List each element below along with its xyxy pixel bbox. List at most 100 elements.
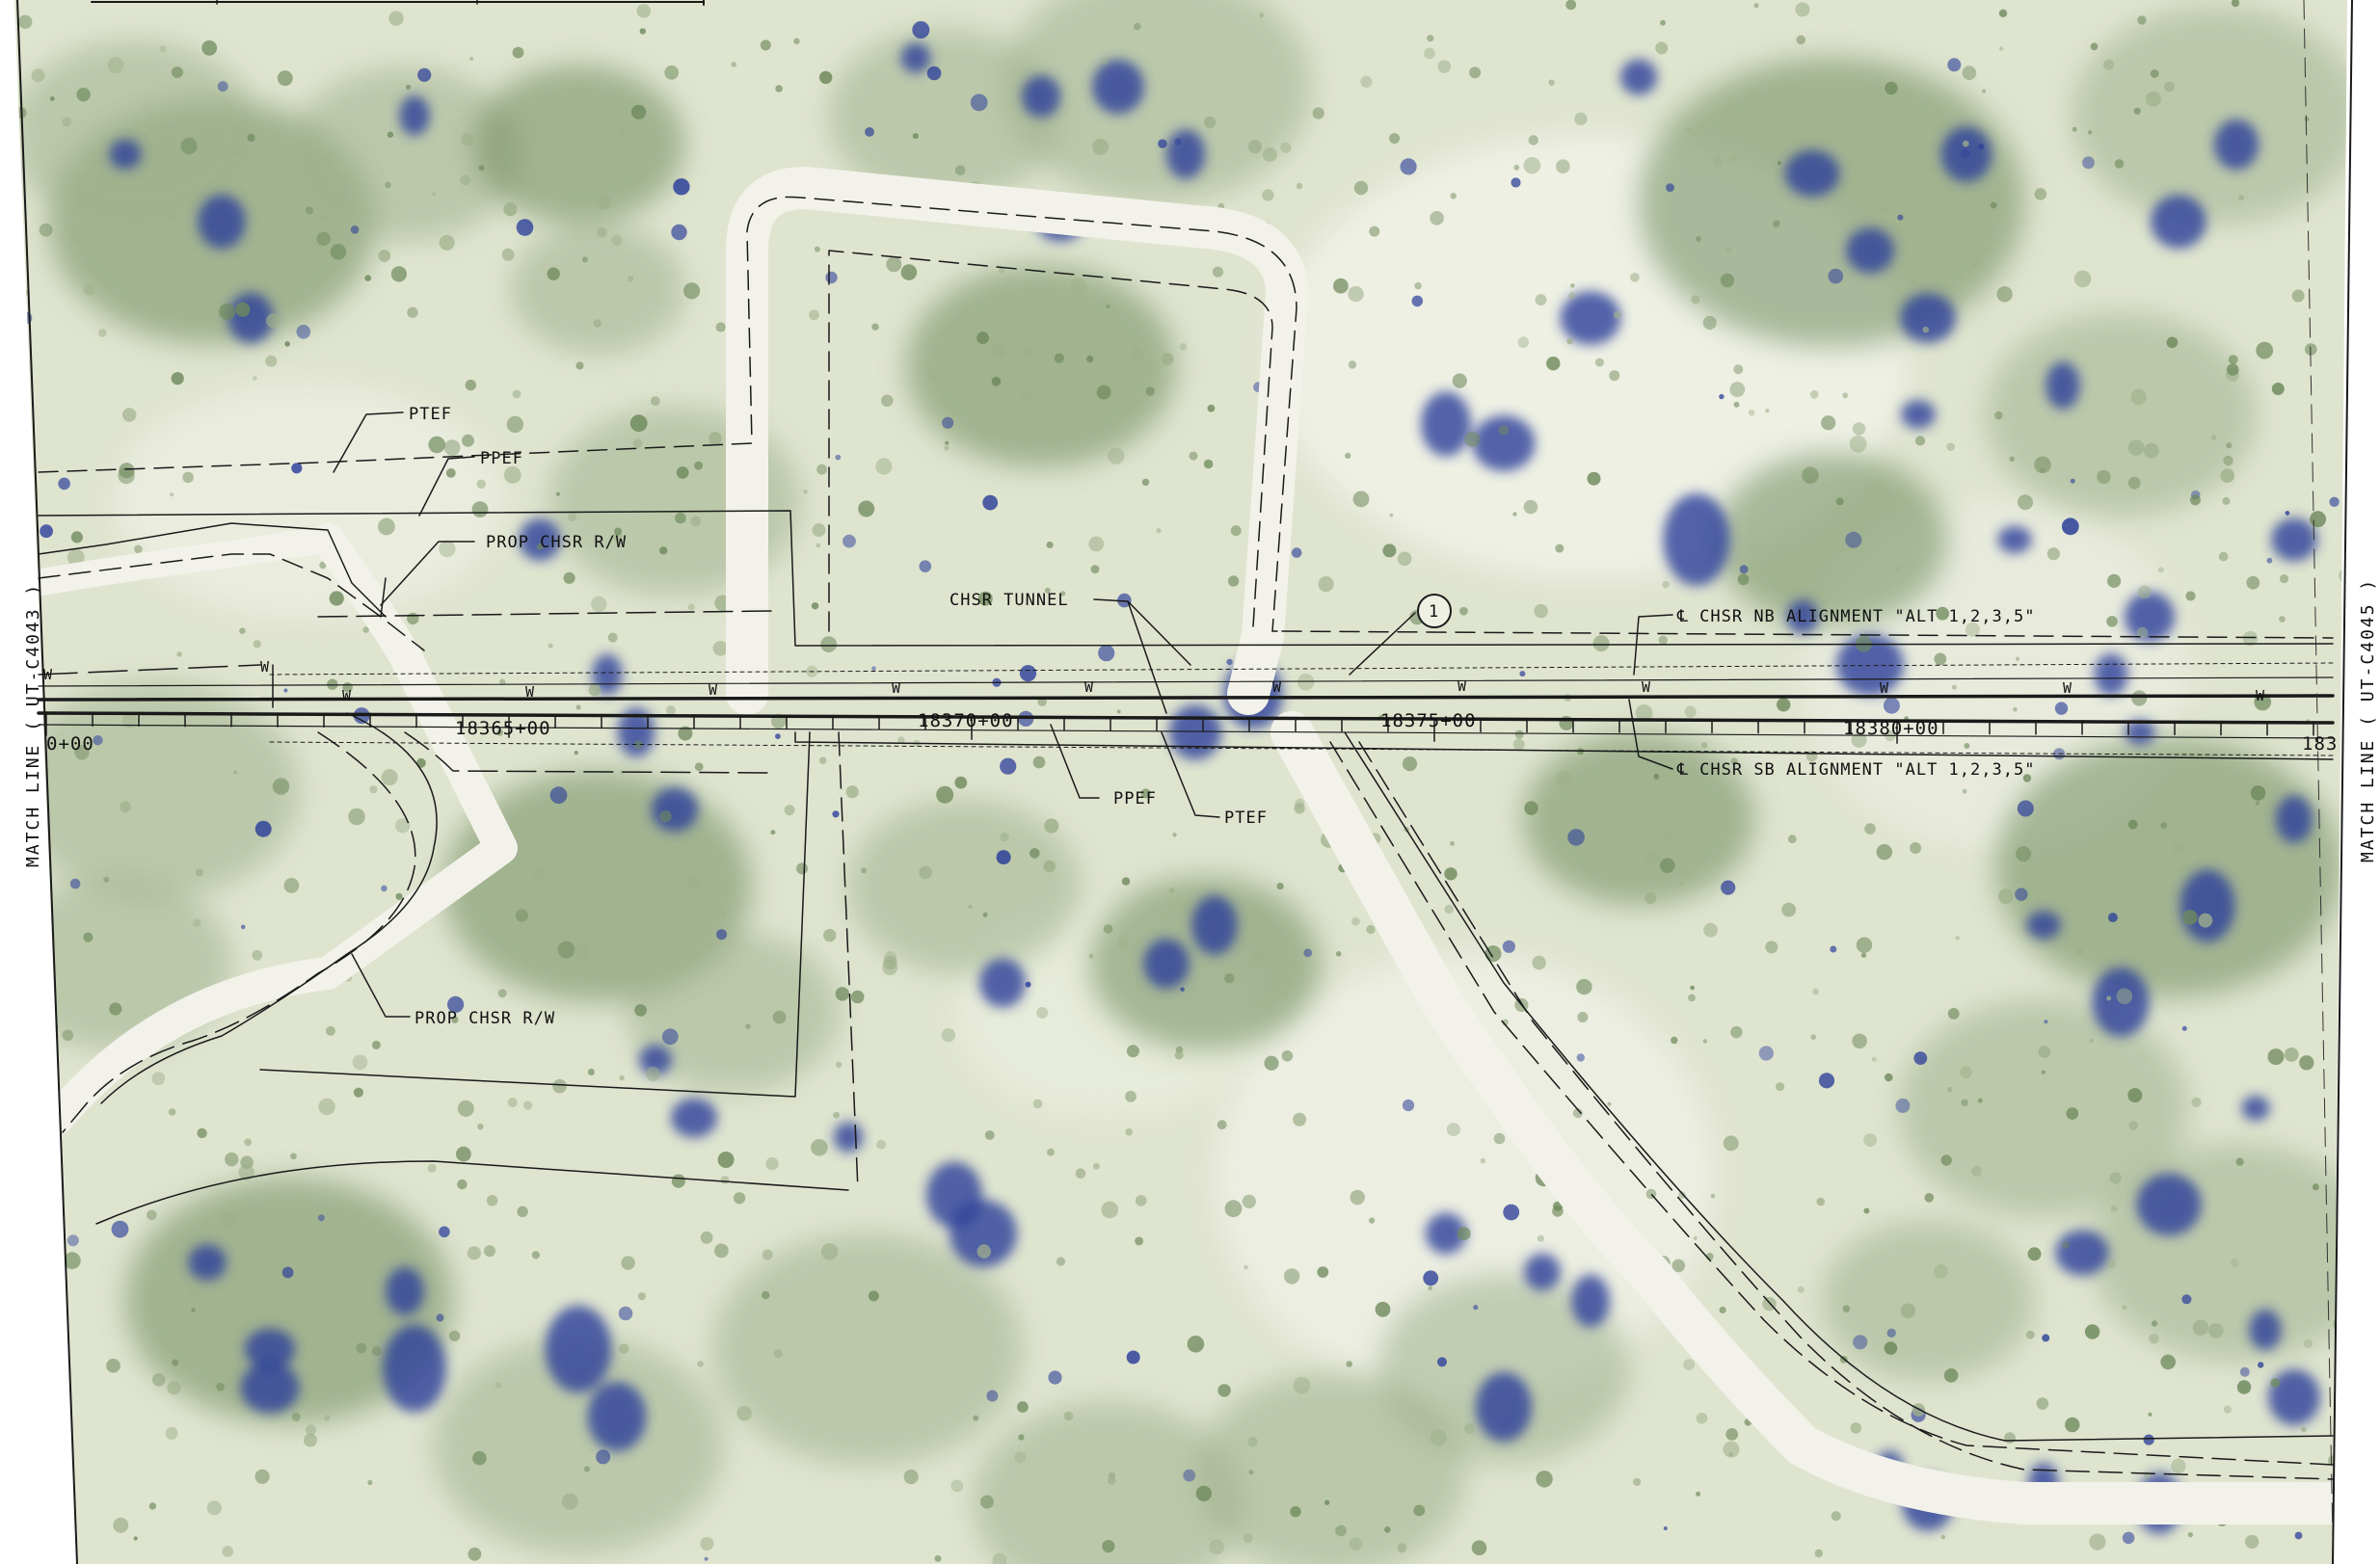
station-18365: 18365+00 xyxy=(455,718,551,739)
tree xyxy=(1969,257,1981,269)
vegetation-mass xyxy=(1639,58,2024,347)
tree xyxy=(2106,1259,2116,1268)
tree xyxy=(809,309,819,321)
tree xyxy=(1335,951,1342,957)
tree xyxy=(2304,117,2310,121)
tree xyxy=(2182,910,2198,925)
tree xyxy=(1594,358,1604,367)
dense-tree-clusters xyxy=(109,42,2320,1534)
tree xyxy=(784,805,795,816)
tree xyxy=(1243,1533,1253,1543)
tree xyxy=(2143,442,2159,459)
tree xyxy=(1528,135,1538,146)
tree xyxy=(456,1146,471,1162)
tree xyxy=(1346,1361,1352,1367)
tree xyxy=(327,678,338,690)
tree xyxy=(634,1004,647,1017)
tree xyxy=(919,865,932,880)
tree xyxy=(976,1244,992,1259)
tree xyxy=(1126,1350,1140,1365)
tree xyxy=(395,892,403,900)
tree xyxy=(1437,60,1452,73)
tree xyxy=(1247,140,1262,154)
tree xyxy=(460,174,471,186)
tree xyxy=(842,534,856,548)
tree xyxy=(2271,383,2285,395)
tree xyxy=(614,527,623,536)
tree xyxy=(770,830,776,835)
tree xyxy=(447,995,465,1013)
tree xyxy=(2017,800,2034,817)
tree xyxy=(2172,842,2184,855)
tree-cluster xyxy=(2125,720,2155,745)
tree xyxy=(367,1479,373,1486)
tree-cluster xyxy=(1663,493,1730,586)
tree xyxy=(970,93,988,112)
tree xyxy=(283,878,300,893)
tree xyxy=(2228,355,2238,364)
tree xyxy=(2122,1531,2135,1545)
tree xyxy=(1502,940,1515,953)
tree-cluster xyxy=(244,1328,296,1370)
tree xyxy=(522,1100,533,1110)
tree xyxy=(1737,573,1750,586)
tree xyxy=(2128,1121,2138,1130)
tree xyxy=(2198,913,2213,928)
tree-cluster xyxy=(2151,195,2206,249)
leader-ptef-top xyxy=(333,411,404,473)
tree xyxy=(1971,1165,1983,1177)
tree xyxy=(2066,1107,2079,1120)
tree xyxy=(2185,591,2196,601)
tree xyxy=(816,543,820,548)
station-18370: 18370+00 xyxy=(918,710,1014,731)
tree-cluster xyxy=(979,958,1026,1008)
tree xyxy=(1101,57,1109,65)
tree xyxy=(1696,1412,1708,1424)
tree xyxy=(1523,499,1538,515)
tree xyxy=(720,912,726,917)
tree xyxy=(1883,206,1888,213)
tree xyxy=(2038,1046,2051,1058)
tree xyxy=(1195,1485,1212,1501)
match-line-right: MATCH LINE ( UT-C4045 ) xyxy=(2358,578,2378,862)
tree xyxy=(499,678,506,685)
tree xyxy=(2222,496,2231,505)
tree xyxy=(1444,867,1457,881)
tree xyxy=(1000,833,1009,842)
tree xyxy=(1092,138,1110,155)
tree xyxy=(1473,1305,1479,1311)
tree xyxy=(2270,1378,2281,1389)
tree xyxy=(272,778,290,795)
tree xyxy=(999,267,1005,274)
tree xyxy=(1369,1217,1376,1224)
tree xyxy=(1990,201,1997,209)
tree xyxy=(1161,353,1174,365)
tree xyxy=(1092,1162,1100,1170)
tree xyxy=(1729,155,1738,164)
tree xyxy=(1831,1511,1841,1522)
tree xyxy=(1849,435,1867,453)
tree-cluster xyxy=(198,194,246,250)
tree xyxy=(461,133,474,146)
tree xyxy=(1845,531,1862,548)
tree xyxy=(1281,1050,1294,1062)
tree xyxy=(1660,858,1675,873)
vegetation-mass xyxy=(289,67,521,241)
tree xyxy=(2009,456,2015,462)
tree xyxy=(1172,833,1177,837)
tree xyxy=(812,523,826,538)
vegetation-mass xyxy=(434,1337,723,1554)
tree xyxy=(67,548,85,567)
tree xyxy=(1644,891,1657,904)
tree xyxy=(816,464,827,475)
station-partial-right: 183 xyxy=(2302,733,2338,755)
label-ptef-bottom: PTEF xyxy=(1224,809,1268,828)
tree xyxy=(944,445,949,451)
tree xyxy=(2279,574,2289,584)
tree xyxy=(2090,42,2099,51)
tree xyxy=(193,918,201,927)
tree xyxy=(324,1415,331,1421)
tree xyxy=(387,131,394,138)
tree xyxy=(1209,1539,1224,1555)
